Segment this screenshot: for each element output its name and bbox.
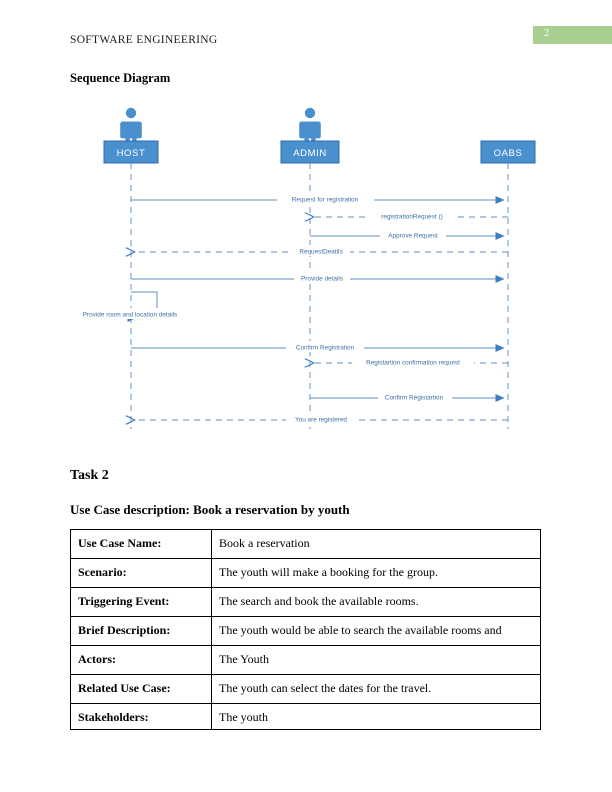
svg-text:Confirm Registration: Confirm Registration [296, 345, 355, 352]
table-cell-label: Use Case Name: [70, 529, 212, 559]
heading-sequence-diagram: Sequence Diagram [70, 71, 171, 85]
message-request-details: RequestDeatils [135, 245, 508, 256]
lifeline-box-oabs: OABS [480, 140, 536, 164]
message-provide-room-and-location-details: Provide room and location details [72, 291, 188, 322]
table-row: Actors: The Youth [70, 645, 541, 675]
lifeline-label-oabs: OABS [494, 148, 523, 159]
table-row: Related Use Case: The youth can select t… [70, 674, 541, 704]
lifeline-label-admin: ADMIN [293, 148, 327, 159]
table-cell-label: Actors: [70, 645, 212, 675]
table-cell-label: Brief Description: [70, 616, 212, 646]
lifeline-box-admin: ADMIN [280, 140, 340, 164]
svg-text:Provide details: Provide details [301, 276, 343, 283]
svg-text:Confirm Registartion: Confirm Registartion [385, 395, 444, 402]
running-head: SOFTWARE ENGINEERING [70, 34, 218, 46]
table-row: Stakeholders: The youth [70, 703, 541, 730]
table-cell-value: Book a reservation [211, 529, 541, 559]
heading-use-case-description: Use Case description: Book a reservation… [70, 502, 350, 517]
table-cell-value: The youth would be able to search the av… [211, 616, 541, 646]
lifeline-box-host: HOST [103, 140, 159, 164]
table-cell-value: The youth will make a booking for the gr… [211, 558, 541, 588]
table-cell-label: Related Use Case: [70, 674, 212, 704]
message-registration-confirmation-request: Registartion confirmation request [314, 356, 508, 367]
message-registration-request: registrationRequest () [314, 210, 508, 221]
message-confirm-registration-admin: Confirm Registartion [310, 391, 505, 402]
table-cell-value: The Youth [211, 645, 541, 675]
message-you-are-registered: You are registered [135, 413, 508, 424]
message-provide-details: Provide details [131, 272, 505, 283]
table-cell-value: The search and book the available rooms. [211, 587, 541, 617]
use-case-table: Use Case Name: Book a reservation Scenar… [70, 529, 541, 730]
heading-task2: Task 2 [70, 468, 109, 483]
table-cell-value: The youth can select the dates for the t… [211, 674, 541, 704]
page-number-text: 2 [544, 28, 550, 39]
table-row: Use Case Name: Book a reservation [70, 529, 541, 559]
message-request-for-registration: Request for registration [131, 193, 505, 204]
sequence-diagram: HOST ADMIN OABS Request for registration [0, 96, 612, 436]
svg-text:RequestDeatils: RequestDeatils [299, 249, 342, 256]
table-cell-label: Stakeholders: [70, 703, 212, 730]
message-approve-request: Approve Request [310, 229, 505, 240]
svg-text:Approve Request: Approve Request [388, 233, 438, 240]
message-confirm-registration: Confirm Registration [131, 341, 505, 352]
table-row: Triggering Event: The search and book th… [70, 587, 541, 617]
use-case-table-body: Use Case Name: Book a reservation Scenar… [70, 529, 541, 730]
table-row: Brief Description: The youth would be ab… [70, 616, 541, 646]
svg-text:Provide room and location deta: Provide room and location details [83, 312, 178, 319]
table-cell-label: Scenario: [70, 558, 212, 588]
svg-text:You are registered: You are registered [295, 417, 347, 424]
table-cell-label: Triggering Event: [70, 587, 212, 617]
table-cell-value: The youth [211, 703, 541, 730]
table-row: Scenario: The youth will make a booking … [70, 558, 541, 588]
lifeline-label-host: HOST [117, 148, 146, 159]
page-number-badge: 2 [533, 26, 612, 44]
svg-text:registrationRequest (): registrationRequest () [381, 214, 442, 221]
svg-text:Registartion confirmation requ: Registartion confirmation request [366, 360, 460, 367]
svg-text:Request for registration: Request for registration [292, 197, 359, 204]
